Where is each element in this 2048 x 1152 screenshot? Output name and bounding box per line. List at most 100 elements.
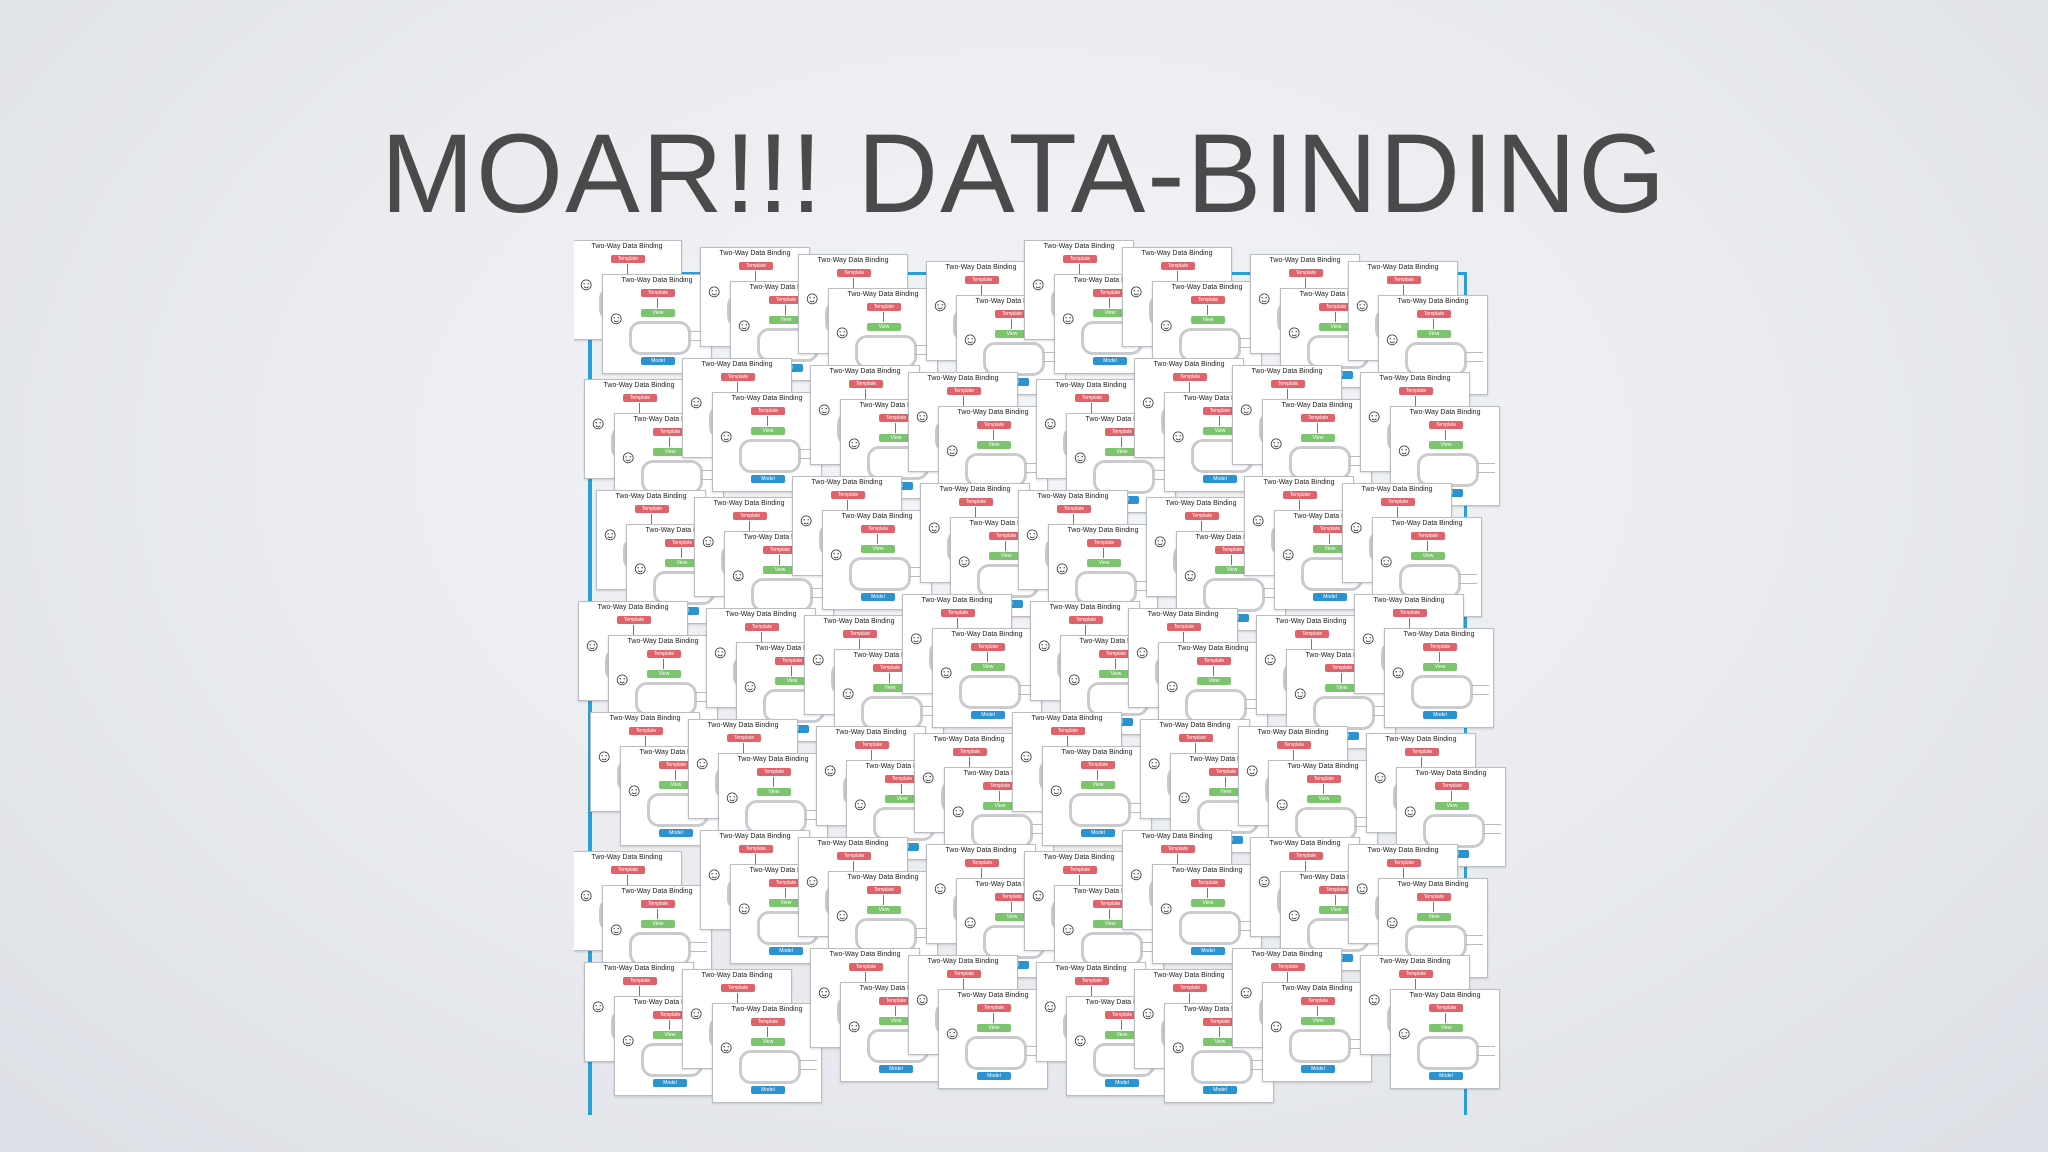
smiley-face-icon: ☺ — [1273, 794, 1292, 814]
thumbnail-title: Two-Way Data Binding — [737, 756, 809, 763]
template-box: Template — [855, 741, 889, 749]
smiley-face-icon: ☺ — [1255, 871, 1274, 891]
thumbnail-title: Two-Way Data Binding — [823, 618, 895, 625]
template-box: Template — [879, 997, 913, 1005]
arrow-connector — [1415, 396, 1416, 406]
smiley-face-icon: ☺ — [961, 912, 980, 932]
template-box: Template — [1435, 782, 1469, 790]
template-box: Template — [843, 630, 877, 638]
template-box: Template — [1417, 310, 1451, 318]
thumbnail-title: Two-Way Data Binding — [603, 965, 675, 972]
arrow-connector — [1421, 757, 1422, 767]
arrow-connector — [1085, 625, 1086, 635]
update-loop — [1179, 328, 1241, 362]
smiley-face-icon: ☺ — [1383, 329, 1402, 349]
template-box: Template — [1417, 893, 1451, 901]
thumbnail-title: Two-Way Data Binding — [591, 854, 663, 861]
smiley-face-icon: ☺ — [839, 683, 858, 703]
template-box: Template — [953, 748, 987, 756]
thumbnail-title: Two-Way Data Binding — [1251, 368, 1323, 375]
thumbnail-title: Two-Way Data Binding — [633, 999, 705, 1006]
template-box: Template — [1093, 289, 1127, 297]
template-box: Template — [1087, 539, 1121, 547]
thumbnail-title: Two-Way Data Binding — [731, 1006, 803, 1013]
smiley-face-icon: ☺ — [717, 1037, 736, 1057]
thumbnail-title: Two-Way Data Binding — [1379, 958, 1451, 965]
template-box: Template — [1289, 852, 1323, 860]
thumbnail-title: Two-Way Data Binding — [1397, 298, 1469, 305]
model-box: Model — [879, 1065, 913, 1073]
thumbnail-title: Two-Way Data Binding — [1257, 729, 1329, 736]
view-box: View — [1081, 781, 1115, 789]
update-loop — [971, 814, 1033, 848]
thumbnail-title: Two-Way Data Binding — [1409, 992, 1481, 999]
update-loop — [745, 800, 807, 834]
model-box: Model — [1429, 1072, 1463, 1080]
smiley-face-icon: ☺ — [1237, 982, 1256, 1002]
annotation-lines — [1129, 803, 1147, 813]
thumbnail-title: Two-Way Data Binding — [1281, 402, 1353, 409]
thumbnail-title: Two-Way Data Binding — [1171, 867, 1243, 874]
arrow-connector — [1323, 784, 1324, 794]
view-box: View — [1319, 323, 1353, 331]
update-loop — [629, 321, 691, 355]
thumbnail-title: Two-Way Data Binding — [1409, 409, 1481, 416]
template-box: Template — [653, 428, 687, 436]
smiley-face-icon: ☺ — [1157, 898, 1176, 918]
view-box: View — [647, 670, 681, 678]
smiley-face-icon: ☺ — [955, 551, 974, 571]
thumbnail-title: Two-Way Data Binding — [1361, 486, 1433, 493]
smiley-face-icon: ☺ — [607, 919, 626, 939]
arrow-connector — [883, 312, 884, 322]
thumbnail-title: Two-Way Data Binding — [1031, 715, 1103, 722]
arrow-connector — [993, 1013, 994, 1023]
smiley-face-icon: ☺ — [803, 288, 822, 308]
thumbnail-title: Two-Way Data Binding — [1373, 597, 1445, 604]
thumbnail-title: Two-Way Data Binding — [707, 722, 779, 729]
arrow-connector — [779, 555, 780, 565]
smiley-face-icon: ☺ — [913, 406, 932, 426]
arrow-connector — [1213, 666, 1214, 676]
thumbnail-title: Two-Way Data Binding — [829, 951, 901, 958]
arrow-connector — [1427, 541, 1428, 551]
annotation-lines — [1465, 935, 1483, 945]
template-box: Template — [1301, 414, 1335, 422]
thumbnail-title: Two-Way Data Binding — [927, 958, 999, 965]
thumbnail-title: Two-Way Data Binding — [1287, 763, 1359, 770]
arrow-connector — [791, 666, 792, 676]
template-box: Template — [1387, 276, 1421, 284]
smiley-face-icon: ☺ — [741, 676, 760, 696]
thumbnail-title: Two-Way Data Binding — [701, 361, 773, 368]
thumbnail-title: Two-Way Data Binding — [1171, 284, 1243, 291]
update-loop — [1417, 1036, 1479, 1070]
template-box: Template — [617, 616, 651, 624]
arrow-connector — [1439, 652, 1440, 662]
view-box: View — [1301, 434, 1335, 442]
template-box: Template — [653, 1011, 687, 1019]
arrow-connector — [1433, 902, 1434, 912]
thumbnail-title: Two-Way Data Binding — [865, 763, 937, 770]
template-box: Template — [861, 525, 895, 533]
view-box: View — [653, 448, 687, 456]
arrow-connector — [645, 736, 646, 746]
arrow-connector — [749, 521, 750, 531]
template-box: Template — [1161, 845, 1195, 853]
view-box: View — [879, 434, 913, 442]
template-box: Template — [1173, 984, 1207, 992]
template-box: Template — [611, 866, 645, 874]
thumbnail-title: Two-Way Data Binding — [725, 611, 797, 618]
template-box: Template — [1075, 977, 1109, 985]
smiley-face-icon: ☺ — [937, 662, 956, 682]
arrow-connector — [1397, 507, 1398, 517]
smiley-face-icon: ☺ — [845, 1016, 864, 1036]
smiley-face-icon: ☺ — [943, 440, 962, 460]
annotation-lines — [1025, 1046, 1043, 1056]
thumbnail-title: Two-Way Data Binding — [817, 257, 889, 264]
arrow-connector — [767, 1027, 768, 1037]
thumbnail-title: Two-Way Data Binding — [957, 409, 1029, 416]
template-box: Template — [1313, 525, 1347, 533]
annotation-lines — [1459, 574, 1477, 584]
smiley-face-icon: ☺ — [797, 510, 816, 530]
template-box: Template — [1399, 387, 1433, 395]
